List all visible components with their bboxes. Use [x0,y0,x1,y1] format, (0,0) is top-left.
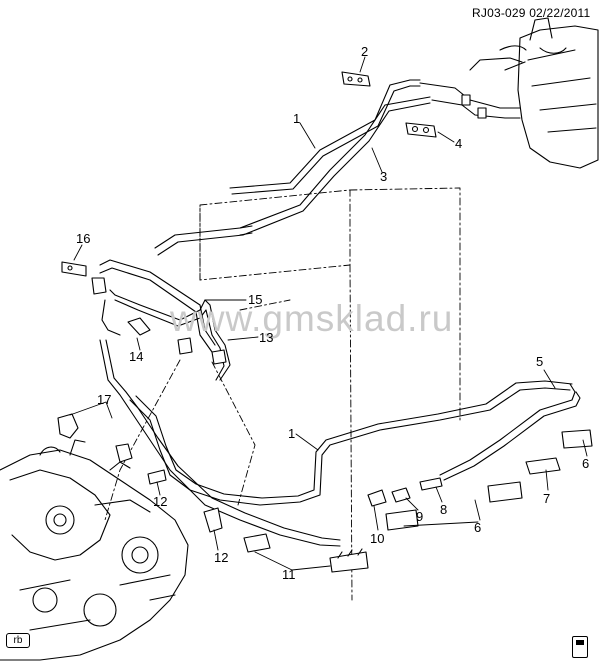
fuel-line-1-upper [230,80,420,194]
callout-12-lower: 12 [214,550,229,565]
watermark: www.gmsklad.ru [170,298,454,339]
callout-14: 14 [129,349,144,364]
callout-12: 12 [153,494,168,509]
manual-icon [572,636,588,658]
callout-6-lower: 6 [474,520,482,535]
callout-9: 9 [416,509,424,524]
callout-4: 4 [455,136,463,151]
rb-badge: rb [6,633,30,648]
callout-3: 3 [380,169,388,184]
diagram-id: RJ03-029 [472,6,526,20]
clip-7 [526,458,560,474]
callout-6: 6 [582,456,590,471]
clip-11 [244,534,368,572]
connector-13 [178,338,226,364]
tube-8 [420,478,442,490]
fuel-line-3 [155,97,430,255]
callout-17: 17 [97,392,112,407]
engine-assembly [0,440,188,660]
diagram-code: RJ03-029 02/22/2011 [472,6,590,20]
callout-5: 5 [536,354,544,369]
clip-2 [342,72,370,86]
callout-15: 15 [248,292,263,307]
clip-17 [58,414,132,462]
callout-1: 1 [293,111,301,126]
clip-14 [128,318,150,335]
fuel-tank [500,18,598,168]
connector-9 [392,488,410,502]
clip-16 [62,262,106,294]
callout-7: 7 [543,491,551,506]
callout-1-lower: 1 [288,426,296,441]
callout-8: 8 [440,502,448,517]
leader-lines [70,57,587,570]
clip-12 [148,470,222,532]
clip-6 [386,430,592,530]
callout-16: 16 [76,231,91,246]
callout-2: 2 [361,44,369,59]
callout-11: 11 [282,567,296,582]
connector-10 [368,490,386,506]
callout-13: 13 [259,330,274,345]
callout-10: 10 [370,531,385,546]
diagram-date: 02/22/2011 [529,6,591,20]
fuel-line-1-lower [100,260,580,546]
reference-lines [105,188,460,600]
clip-4 [406,123,436,137]
